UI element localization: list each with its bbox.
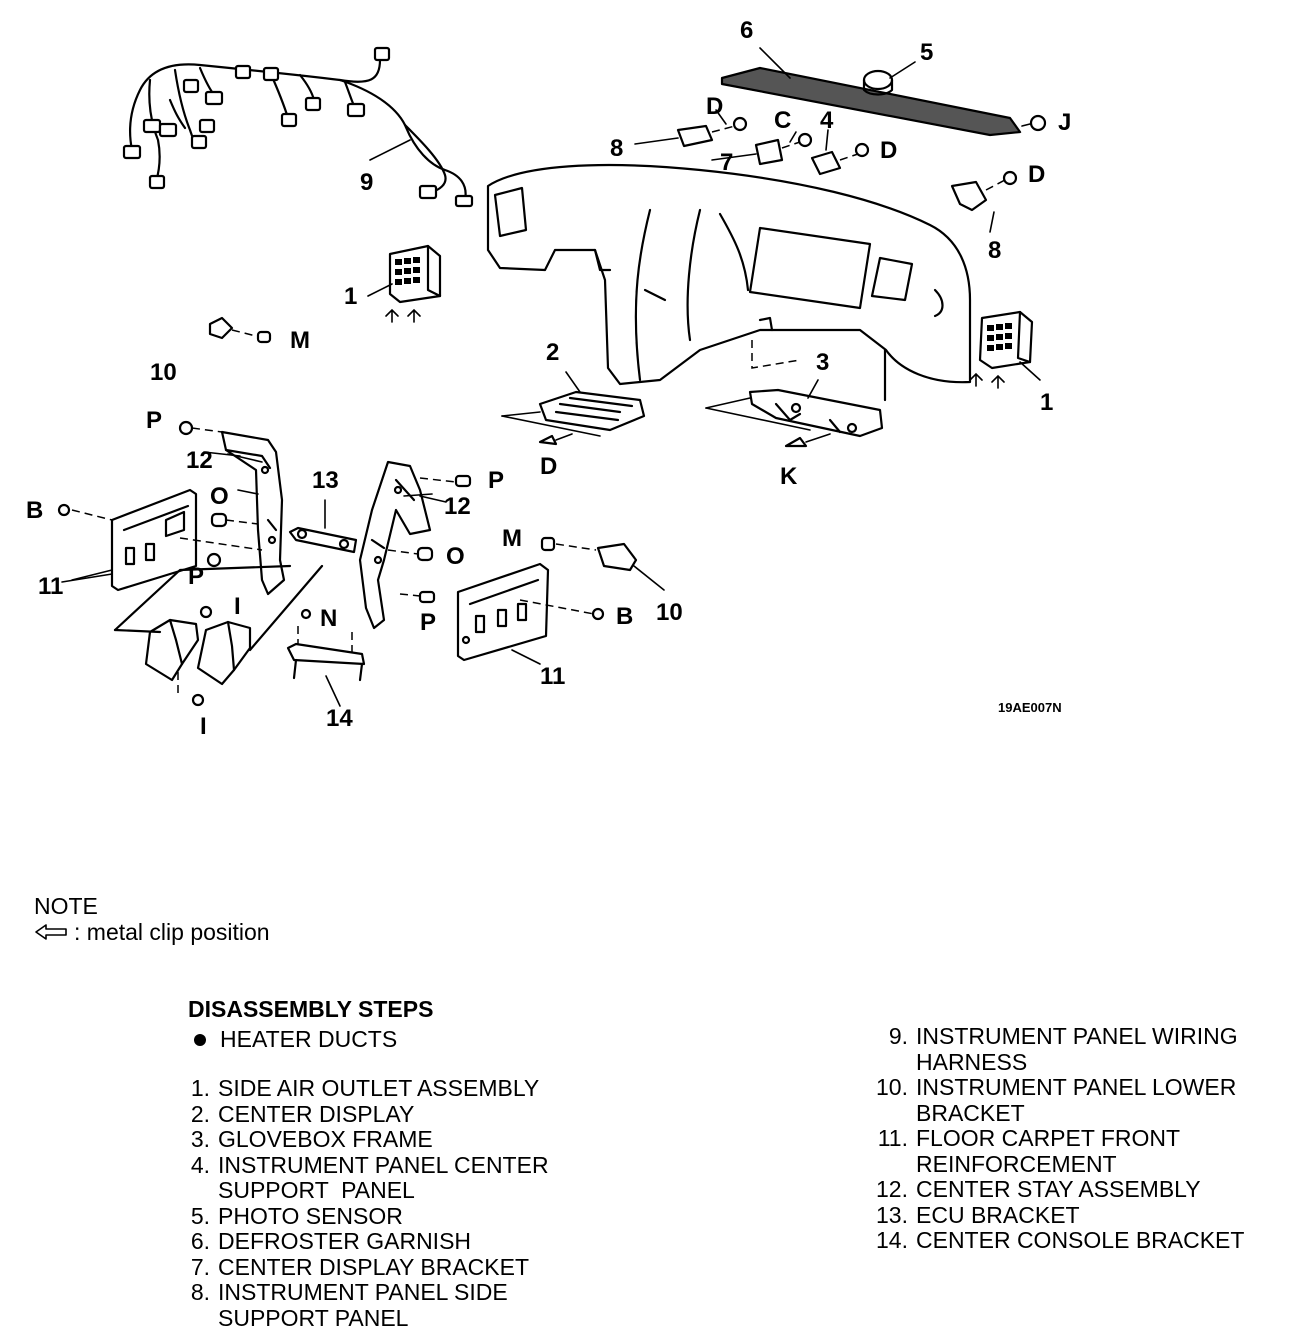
- note-title: NOTE: [34, 893, 98, 919]
- list-item: 9.INSTRUMENT PANEL WIRING HARNESS: [888, 1023, 1238, 1075]
- callout-d: D: [706, 93, 723, 120]
- list-item: 2.CENTER DISPLAY: [190, 1100, 415, 1127]
- defroster-garnish-part: [720, 47, 1022, 137]
- callout-7: 7: [720, 149, 733, 176]
- callout-9: 9: [360, 169, 373, 196]
- bullet-text: HEATER DUCTS: [220, 1026, 398, 1052]
- figure-code: 19AE007N: [998, 700, 1062, 715]
- side-support-panel-right-part: [950, 170, 1018, 212]
- callout-o: O: [210, 483, 229, 510]
- callout-8: 8: [988, 237, 1001, 264]
- note-legend-text: : metal clip position: [74, 919, 270, 945]
- bullet-item: HEATER DUCTS: [194, 1026, 397, 1053]
- screw-p-3-part: [206, 552, 222, 568]
- callout-2: 2: [546, 339, 559, 366]
- list-item: 5.PHOTO SENSOR: [190, 1202, 403, 1229]
- callout-p: P: [420, 609, 436, 636]
- callout-i: I: [200, 713, 207, 740]
- side-air-outlet-right-part: [969, 310, 1041, 389]
- callout-14: 14: [326, 705, 353, 732]
- hollow-left-arrow-icon: [35, 924, 67, 940]
- screw-p-1-part: [178, 420, 194, 436]
- screw-o-2-part: [387, 546, 434, 562]
- note-legend: : metal clip position: [34, 919, 270, 945]
- callout-labels: 6 5 J D C 4 D 8 7 D 8 9 1 M 10 2 D 3 K 1…: [26, 17, 1071, 740]
- side-air-outlet-left-part: [367, 244, 442, 323]
- callout-8: 8: [610, 135, 623, 162]
- callout-12: 12: [186, 447, 213, 474]
- lower-bracket-top-part: [208, 316, 272, 344]
- callout-n: N: [320, 605, 337, 632]
- center-display-bracket-part: [754, 132, 813, 166]
- lower-bracket-bottom-part: [540, 536, 665, 591]
- center-stay-left-part: [191, 427, 286, 596]
- center-console-bracket-part: [286, 608, 366, 707]
- callout-11: 11: [38, 573, 63, 600]
- center-display-part: [501, 371, 646, 446]
- list-item: 7.CENTER DISPLAY BRACKET: [190, 1253, 530, 1280]
- side-support-panel-top-part: [634, 116, 748, 148]
- ecu-bracket-part: [288, 499, 358, 554]
- list-item: 8.INSTRUMENT PANEL SIDE SUPPORT PANEL: [190, 1279, 508, 1331]
- steps-list-left: 1.SIDE AIR OUTLET ASSEMBLY 2.CENTER DISP…: [186, 1075, 656, 1331]
- heater-duct-parts: [113, 564, 324, 707]
- callout-p: P: [488, 467, 504, 494]
- callout-d: D: [540, 453, 557, 480]
- wiring-harness-part: [122, 46, 474, 208]
- screw-p-4-part: [418, 590, 436, 604]
- callout-10: 10: [150, 359, 177, 386]
- list-item: 13.ECU BRACKET: [876, 1201, 1080, 1228]
- instrument-panel-body: [486, 163, 972, 402]
- callout-b: B: [26, 497, 43, 524]
- center-support-panel-part: [810, 142, 870, 176]
- list-item: 3.GLOVEBOX FRAME: [190, 1126, 433, 1152]
- callout-d: D: [880, 137, 897, 164]
- callout-m: M: [290, 327, 310, 354]
- list-item: 12.CENTER STAY ASSEMBLY: [876, 1176, 1201, 1202]
- disassembly-title: DISASSEMBLY STEPS: [188, 996, 434, 1022]
- callout-5: 5: [920, 39, 933, 66]
- callout-1: 1: [1040, 389, 1053, 416]
- note-block: NOTE : metal clip position: [34, 893, 270, 945]
- callout-6: 6: [740, 17, 753, 44]
- list-item: 6.DEFROSTER GARNISH: [190, 1228, 472, 1254]
- callout-12: 12: [444, 493, 471, 520]
- callout-13: 13: [312, 467, 339, 494]
- callout-b: B: [616, 603, 633, 630]
- callout-o: O: [446, 543, 465, 570]
- photo-sensor-part: [862, 61, 916, 96]
- callout-c: C: [774, 107, 791, 134]
- callout-k: K: [780, 463, 798, 490]
- center-stay-right-part: [358, 460, 457, 630]
- callout-1: 1: [344, 283, 357, 310]
- floor-reinforcement-left-part: [57, 488, 263, 592]
- screw-p-2-part: [454, 474, 472, 488]
- list-item: 1.SIDE AIR OUTLET ASSEMBLY: [190, 1075, 540, 1101]
- list-item: 14.CENTER CONSOLE BRACKET: [876, 1227, 1245, 1253]
- callout-j: J: [1058, 109, 1071, 136]
- exploded-parts-diagram: 6 5 J D C 4 D 8 7 D 8 9 1 M 10 2 D 3 K 1…: [26, 17, 1071, 740]
- bullet-dot-icon: [194, 1033, 206, 1046]
- screw-j-part: [1021, 114, 1047, 132]
- callout-p: P: [146, 407, 162, 434]
- screw-o-1-part: [210, 512, 259, 528]
- glovebox-frame-part: [705, 379, 884, 448]
- callout-m: M: [502, 525, 522, 552]
- steps-list-right: 9.INSTRUMENT PANEL WIRING HARNESS 10.INS…: [862, 1023, 1302, 1254]
- floor-reinforcement-right-part: [456, 562, 605, 665]
- callout-d: D: [1028, 161, 1045, 188]
- list-item: 10.INSTRUMENT PANEL LOWER BRACKET: [876, 1074, 1237, 1126]
- callout-11: 11: [540, 663, 565, 690]
- callout-3: 3: [816, 349, 829, 376]
- list-item: 11.FLOOR CARPET FRONT REINFORCEMENT: [877, 1125, 1181, 1177]
- callout-p: P: [188, 563, 204, 590]
- callout-4: 4: [820, 107, 834, 134]
- list-item: 4.INSTRUMENT PANEL CENTER SUPPORT PANEL: [190, 1151, 549, 1203]
- callout-i: I: [234, 593, 241, 620]
- callout-10: 10: [656, 599, 683, 626]
